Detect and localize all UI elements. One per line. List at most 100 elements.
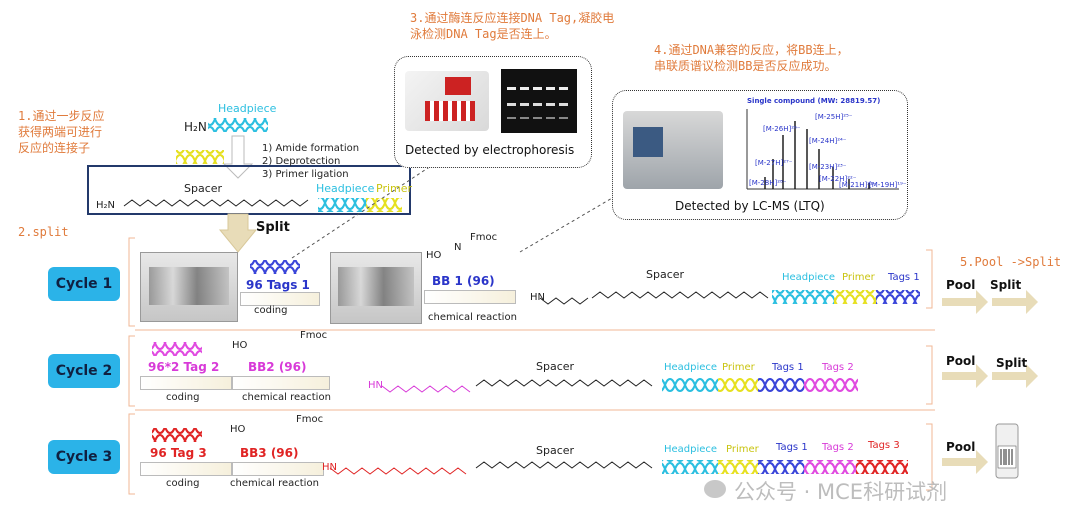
note-linker: 1.通过一步反应 获得两端可进行 反应的连接子 bbox=[18, 109, 105, 155]
cycle3-bracket bbox=[128, 413, 135, 495]
c1-tags-helix bbox=[876, 290, 920, 304]
synthesizer-image-2 bbox=[330, 252, 422, 324]
fmoc-label-2: Fmoc bbox=[300, 330, 328, 341]
lcms-caption: Detected by LC-MS (LTQ) bbox=[675, 199, 825, 213]
c1-bb-chain bbox=[539, 297, 589, 305]
pool-arrow-2 bbox=[942, 364, 988, 388]
c3-primer-label: Primer bbox=[726, 444, 759, 455]
ms-peak: [M-22H]²²⁻ bbox=[819, 175, 857, 183]
hn-label-3: HN bbox=[322, 462, 337, 473]
c2-primer-label: Primer bbox=[722, 362, 755, 373]
c3-tags1-helix bbox=[758, 460, 804, 474]
c3-headpiece-helix bbox=[662, 460, 718, 474]
tag1-label: 96 Tags 1 bbox=[246, 278, 310, 292]
wechat-icon bbox=[704, 480, 726, 498]
c3-spacer-label: Spacer bbox=[536, 444, 575, 457]
reaction-label-3: chemical reaction bbox=[230, 478, 319, 489]
watermark: 公众号 · MCE科研试剂 bbox=[734, 480, 948, 504]
ho-label-1: HO bbox=[426, 250, 442, 261]
tag2-helix bbox=[152, 342, 202, 356]
step-1: 1) Amide formation bbox=[262, 143, 360, 154]
ho-label-2: HO bbox=[232, 340, 248, 351]
note-bb: 4.通过DNA兼容的反应，将BB连上， 串联质谱议检测BB是否反应成功。 bbox=[654, 43, 849, 73]
coding-arrow-3 bbox=[140, 462, 232, 476]
down-arrow-big bbox=[218, 213, 258, 253]
mass-spec-image bbox=[623, 111, 723, 189]
cycle-2-button[interactable]: Cycle 2 bbox=[48, 354, 120, 388]
c1-spacer-label: Spacer bbox=[646, 268, 685, 281]
tag3-label: 96 Tag 3 bbox=[150, 446, 207, 460]
gel-band bbox=[507, 87, 571, 90]
spacer-label-top: Spacer bbox=[184, 182, 223, 195]
split-label: Split bbox=[256, 220, 290, 235]
ho-label-3: HO bbox=[230, 424, 246, 435]
reaction-label-1: chemical reaction bbox=[428, 312, 517, 323]
synthesizer-image bbox=[140, 252, 238, 322]
coding-label-2: coding bbox=[166, 392, 200, 403]
c3-spacer-chain bbox=[475, 461, 653, 469]
primer-helix-linker bbox=[366, 198, 402, 212]
c2-tags1-helix bbox=[758, 378, 804, 392]
gel-racks bbox=[425, 101, 475, 121]
ms-peak: [M-25H]²⁵⁻ bbox=[815, 113, 853, 121]
pool-arrow-1 bbox=[942, 290, 988, 314]
note-split: 2.split bbox=[18, 225, 69, 239]
step-2: 2) Deprotection bbox=[262, 156, 341, 167]
headpiece-helix bbox=[208, 118, 268, 132]
c1-headpiece-helix bbox=[772, 290, 834, 304]
reaction-arrow-2 bbox=[232, 376, 330, 390]
c3-tags1-label: Tags 1 bbox=[776, 442, 808, 453]
fmoc-label-3: Fmoc bbox=[296, 414, 324, 425]
h2n-linker: H₂N bbox=[96, 200, 116, 211]
coding-label-3: coding bbox=[166, 478, 200, 489]
cycle-1-button[interactable]: Cycle 1 bbox=[48, 267, 120, 301]
ms-spectrum bbox=[746, 109, 899, 190]
hn-label-2: HN bbox=[368, 380, 383, 391]
ms-peak: [M-24H]²⁴⁻ bbox=[809, 137, 847, 145]
bb1-label: BB 1 (96) bbox=[432, 274, 495, 288]
gel-tray bbox=[445, 77, 471, 95]
linker-box bbox=[87, 165, 411, 215]
ms-peak: [M-28H]²⁸⁻ bbox=[749, 179, 787, 187]
c2-tags1-label: Tags 1 bbox=[772, 362, 804, 373]
ms-peak: [M-19H]¹⁹⁻ bbox=[869, 181, 907, 189]
c2-tags2-helix bbox=[804, 378, 858, 392]
reaction-arrow-3 bbox=[232, 462, 324, 476]
c2-headpiece-label: Headpiece bbox=[664, 362, 718, 373]
electrophoresis-bubble: Detected by electrophoresis bbox=[394, 56, 592, 168]
h2n-label: H₂N bbox=[184, 120, 207, 134]
ms-peak: [M-27H]²⁷⁻ bbox=[755, 159, 793, 167]
c1-headpiece-label: Headpiece bbox=[782, 272, 836, 283]
pool-arrow-3 bbox=[942, 450, 988, 474]
c3-headpiece-label: Headpiece bbox=[664, 444, 718, 455]
c1-primer-helix bbox=[834, 290, 876, 304]
barcode-icon bbox=[1000, 449, 1013, 465]
down-arrow-1 bbox=[222, 135, 254, 179]
tag2-label: 96*2 Tag 2 bbox=[148, 360, 220, 374]
c3-tags2-label: Tags 2 bbox=[822, 442, 854, 453]
c1-tags1-label: Tags 1 bbox=[888, 272, 920, 283]
step-3: 3) Primer ligation bbox=[262, 169, 349, 180]
note-tag: 3.通过酶连反应连接DNA Tag,凝胶电 泳检测DNA Tag是否连上。 bbox=[410, 11, 615, 41]
c3-tags3-helix bbox=[856, 460, 908, 474]
bb3-label: BB3 (96) bbox=[240, 446, 299, 460]
cycle3-bracket-right bbox=[926, 423, 933, 491]
cycle2-bracket bbox=[128, 335, 135, 407]
gel-band bbox=[507, 117, 571, 119]
split-label-1: Split bbox=[990, 278, 1022, 292]
reaction-arrow-1 bbox=[424, 290, 516, 304]
pool-label-2: Pool bbox=[946, 354, 976, 368]
ms-peak: [M-26H]²⁶⁻ bbox=[763, 125, 801, 133]
hn-label-1: HN bbox=[530, 292, 545, 303]
coding-label-1: coding bbox=[254, 305, 288, 316]
fmoc-label-1: Fmoc bbox=[470, 232, 498, 243]
electrophoresis-caption: Detected by electrophoresis bbox=[405, 143, 575, 157]
cycle1-bracket-right bbox=[926, 249, 933, 309]
coding-arrow-1 bbox=[240, 292, 320, 306]
gel-band bbox=[507, 103, 571, 106]
c2-spacer-chain bbox=[475, 379, 653, 387]
cycle-3-button[interactable]: Cycle 3 bbox=[48, 440, 120, 474]
split-arrow-1 bbox=[992, 290, 1038, 314]
c3-bb-chain bbox=[329, 467, 467, 475]
